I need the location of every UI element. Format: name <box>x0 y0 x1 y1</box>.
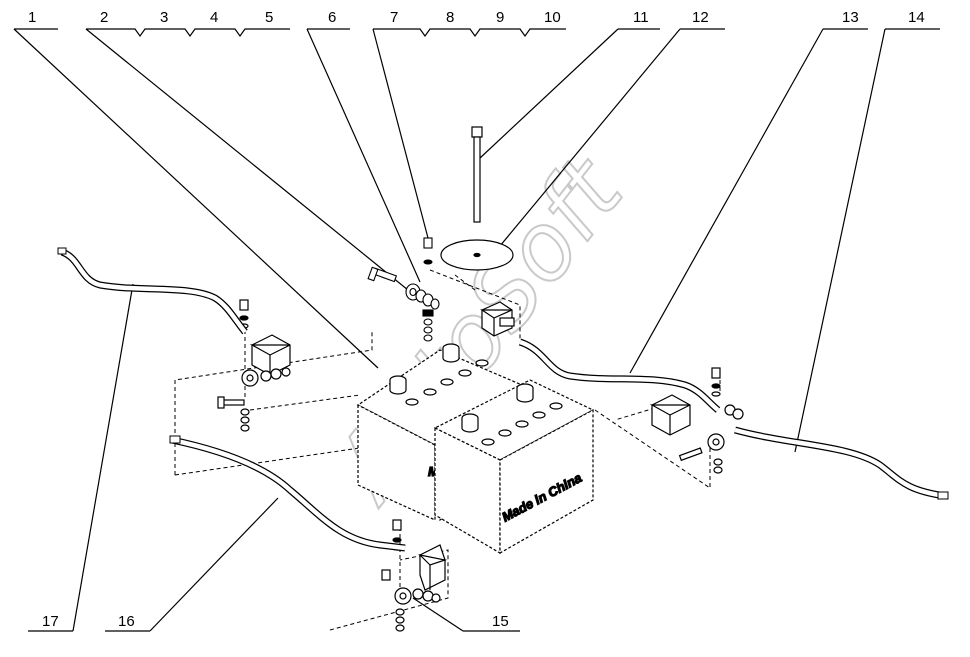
terminal-hardware-top <box>367 237 440 342</box>
callout-3: 3 <box>160 9 168 26</box>
cable-17 <box>57 247 248 335</box>
callout-9: 9 <box>496 9 504 26</box>
cable-14 <box>734 426 949 500</box>
callout-15: 15 <box>492 613 509 630</box>
hold-down-rod <box>440 126 514 271</box>
cable-16 <box>169 435 406 552</box>
callout-16: 16 <box>118 613 135 630</box>
callout-1: 1 <box>28 9 36 26</box>
cable-13 <box>518 338 721 413</box>
callout-labels: 1 2 3 4 5 6 7 8 9 10 11 12 13 14 15 16 1… <box>28 9 925 630</box>
callout-12: 12 <box>692 9 709 26</box>
callout-14: 14 <box>908 9 925 26</box>
callout-5: 5 <box>265 9 273 26</box>
battery-front: Made in China <box>433 379 595 555</box>
callout-17: 17 <box>42 613 59 630</box>
callout-10: 10 <box>544 9 561 26</box>
callout-leaders <box>13 28 940 632</box>
terminal-clamp-left <box>217 299 291 432</box>
callout-4: 4 <box>210 9 218 26</box>
callout-2: 2 <box>100 9 108 26</box>
callout-6: 6 <box>328 9 336 26</box>
terminal-clamp-right <box>649 367 744 474</box>
terminal-clamp-centre <box>480 301 515 337</box>
callout-8: 8 <box>446 9 454 26</box>
terminal-clamp-bottom <box>381 519 448 632</box>
callout-7: 7 <box>390 9 398 26</box>
callout-11: 11 <box>633 9 649 26</box>
callout-13: 13 <box>842 9 859 26</box>
